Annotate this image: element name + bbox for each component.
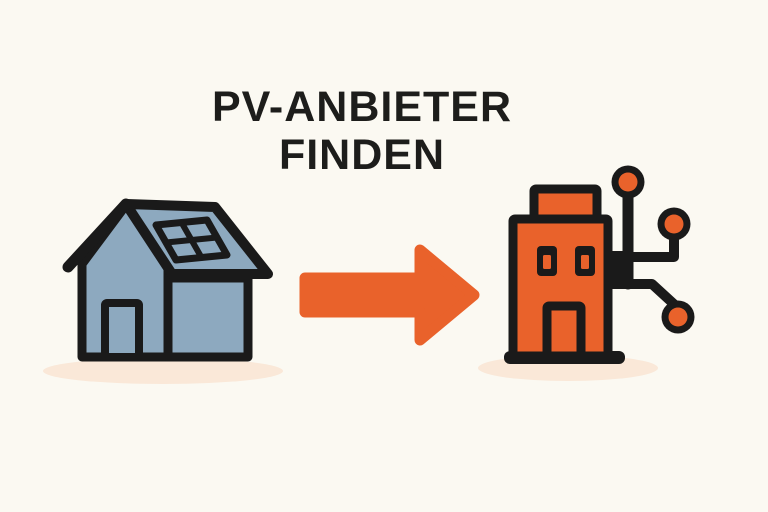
- house-roof-left-edge: [62, 198, 132, 273]
- house-door: [101, 299, 143, 361]
- solar-panel-grid-horizontal: [163, 234, 220, 246]
- network-node-top: [611, 165, 645, 199]
- arrow-right-icon: [299, 244, 480, 346]
- pv-provider-building-icon: [478, 165, 695, 381]
- network-junction: [611, 251, 631, 289]
- page-title: PV-ANBIETER FINDEN: [0, 83, 724, 179]
- house-ground-shadow: [43, 358, 283, 384]
- network-nodes-icon: [605, 165, 695, 334]
- network-branch-middle: [605, 235, 679, 262]
- building-door: [542, 301, 586, 361]
- title-line-2: FINDEN: [278, 131, 446, 179]
- arrow-shape: [299, 244, 480, 346]
- network-node-middle: [657, 207, 691, 241]
- title-line-1: PV-ANBIETER: [211, 83, 513, 131]
- building-window-right: [575, 246, 595, 276]
- house-with-solar-panel-icon: [43, 198, 283, 384]
- solar-panel-icon: [152, 216, 231, 264]
- network-node-bottom: [661, 300, 695, 334]
- building-window-left: [537, 246, 557, 276]
- house-side-wall: [163, 273, 253, 362]
